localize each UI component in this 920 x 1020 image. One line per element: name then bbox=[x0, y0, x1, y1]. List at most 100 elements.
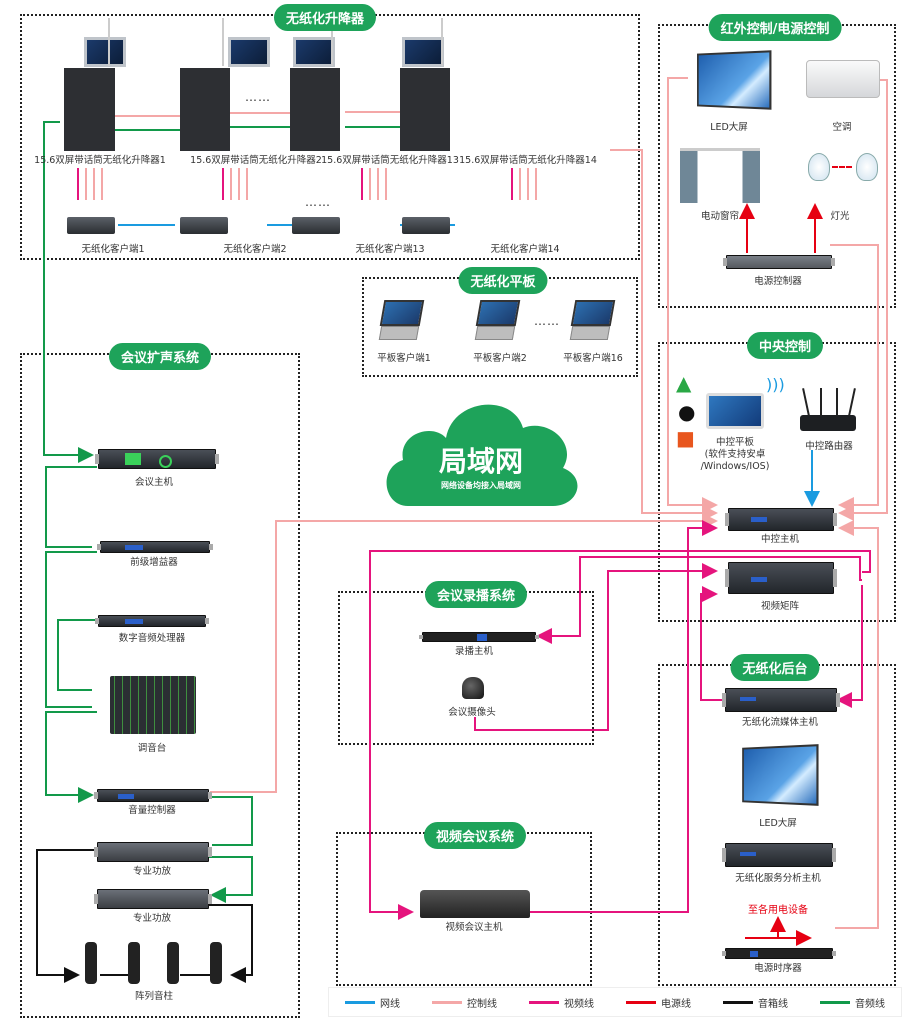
keyboard-icon bbox=[569, 326, 611, 340]
wire-video-camera bbox=[474, 563, 718, 731]
legend-swatch bbox=[345, 1000, 375, 1004]
bulb-dash bbox=[832, 166, 852, 168]
video-matrix-icon bbox=[725, 562, 837, 594]
client-label: 无纸化客户端13 bbox=[355, 244, 425, 255]
tablet-icon bbox=[475, 300, 521, 326]
wire-control-lifters-to-host bbox=[610, 149, 718, 521]
wire-audio-trunk bbox=[43, 121, 94, 463]
dsp-icon bbox=[95, 615, 209, 627]
mixer-label: 调音台 bbox=[137, 743, 167, 754]
legend-label: 电源线 bbox=[661, 998, 691, 1010]
wire-control-lifters bbox=[115, 111, 400, 117]
amplifier-icon bbox=[94, 842, 212, 862]
video-matrix-label: 视频矩阵 bbox=[760, 601, 800, 612]
power-note: 至各用电设备 bbox=[748, 905, 808, 916]
speaker-column-icon bbox=[210, 942, 222, 984]
ac-label: 空调 bbox=[832, 122, 852, 133]
legend-label: 控制线 bbox=[467, 998, 497, 1010]
microphone-icon bbox=[331, 18, 333, 66]
wire-video-stream bbox=[700, 586, 724, 701]
pad-label-line3: /Windows/IOS) bbox=[700, 461, 770, 472]
stream-host-icon bbox=[722, 688, 840, 712]
router-label: 中控路由器 bbox=[805, 441, 853, 452]
pad-label-line2: (软件支持安卓 bbox=[704, 449, 766, 460]
client-pc-icon bbox=[180, 217, 228, 234]
wire-audio-chain bbox=[45, 466, 97, 795]
bulb-icon bbox=[808, 153, 830, 181]
wire-lifter-client-links bbox=[77, 168, 537, 200]
legend-label: 视频线 bbox=[564, 998, 594, 1010]
volume-ctrl-label: 音量控制器 bbox=[128, 805, 176, 816]
conf-host-icon bbox=[95, 449, 219, 469]
router-antenna bbox=[820, 388, 822, 416]
legend-item: 网线 bbox=[345, 995, 400, 1010]
legend-swatch bbox=[820, 1000, 850, 1004]
client-label: 无纸化客户端14 bbox=[490, 244, 560, 255]
led-wall-icon bbox=[742, 744, 819, 806]
lifter-label: 15.6双屏带话筒无纸化升降器13 bbox=[321, 155, 459, 166]
wire-control-sequencer bbox=[835, 520, 879, 929]
legend-item: 电源线 bbox=[626, 995, 691, 1010]
tablet-icon bbox=[570, 300, 616, 326]
cloud-subtitle: 网络设备均接入局域网 bbox=[441, 481, 521, 490]
wire-control-led bbox=[667, 77, 718, 513]
client-label: 无纸化客户端1 bbox=[81, 244, 145, 255]
bulb-icon bbox=[856, 153, 878, 181]
legend-label: 音箱线 bbox=[758, 998, 788, 1010]
microphone-icon bbox=[441, 18, 443, 66]
legend-swatch bbox=[529, 1000, 559, 1004]
volume-ctrl-icon bbox=[94, 789, 212, 802]
amplifier-icon bbox=[94, 889, 212, 909]
client-pc-icon bbox=[292, 217, 340, 234]
air-conditioner-icon bbox=[806, 60, 880, 98]
wire-control-power bbox=[830, 244, 879, 513]
legend-item: 视频线 bbox=[529, 995, 594, 1010]
cloud-title: 局域网 bbox=[438, 445, 524, 478]
lifter-ellipsis: …… bbox=[245, 90, 271, 104]
section-tablet-title: 无纸化平板 bbox=[458, 267, 548, 294]
wire-audio-lifters bbox=[115, 126, 400, 131]
keyboard-icon bbox=[378, 326, 420, 340]
lifter-screen bbox=[293, 37, 335, 67]
power-sequencer-icon bbox=[722, 948, 836, 959]
wire-speaker-left bbox=[36, 849, 97, 983]
lifter-body bbox=[400, 68, 450, 151]
section-audio-title: 会议扩声系统 bbox=[108, 343, 212, 370]
preamp-label: 前级增益器 bbox=[130, 557, 178, 568]
lifter-label: 15.6双屏带话筒无纸化升降器14 bbox=[459, 155, 597, 166]
legend: 网线 控制线 视频线 电源线 音箱线 音频线 bbox=[328, 987, 902, 1017]
client-ellipsis: …… bbox=[305, 195, 331, 209]
led-label: LED大屏 bbox=[710, 122, 748, 133]
light-label: 灯光 bbox=[830, 211, 850, 222]
section-recording-title: 会议录播系统 bbox=[424, 581, 528, 608]
router-icon bbox=[800, 415, 856, 431]
wire-audio-to-amps bbox=[207, 796, 253, 895]
wire-speaker-right bbox=[207, 904, 253, 983]
led-wall-icon bbox=[697, 50, 772, 110]
lifter-body bbox=[64, 68, 115, 151]
keyboard-icon bbox=[474, 326, 516, 340]
wire-control-ac bbox=[838, 79, 888, 521]
wire-video-conf bbox=[530, 520, 718, 913]
legend-label: 音频线 bbox=[855, 998, 885, 1010]
tablet-label: 平板客户端2 bbox=[473, 353, 527, 364]
camera-label: 会议摄像头 bbox=[448, 707, 496, 718]
microphone-icon bbox=[222, 18, 224, 66]
recording-host-label: 录播主机 bbox=[454, 646, 494, 657]
lifter-screen bbox=[84, 37, 126, 67]
lifter-label: 15.6双屏带话筒无纸化升降器2 bbox=[190, 155, 322, 166]
recording-host-icon bbox=[419, 632, 539, 642]
section-lifter-title: 无纸化升降器 bbox=[273, 4, 377, 31]
section-ir-power-title: 红外控制/电源控制 bbox=[708, 14, 842, 41]
lifter-body bbox=[290, 68, 340, 151]
legend-label: 网线 bbox=[380, 998, 400, 1010]
tablet-label: 平板客户端1 bbox=[377, 353, 431, 364]
legend-swatch bbox=[723, 1000, 753, 1004]
speaker-column-icon bbox=[85, 942, 97, 984]
speaker-column-icon bbox=[167, 942, 179, 984]
lifter-body bbox=[180, 68, 230, 151]
section-central-title: 中央控制 bbox=[746, 332, 824, 359]
speaker-array-label: 阵列音柱 bbox=[134, 991, 174, 1002]
wire-video-matrix-stream bbox=[836, 585, 863, 708]
lifter-screen bbox=[228, 37, 270, 67]
